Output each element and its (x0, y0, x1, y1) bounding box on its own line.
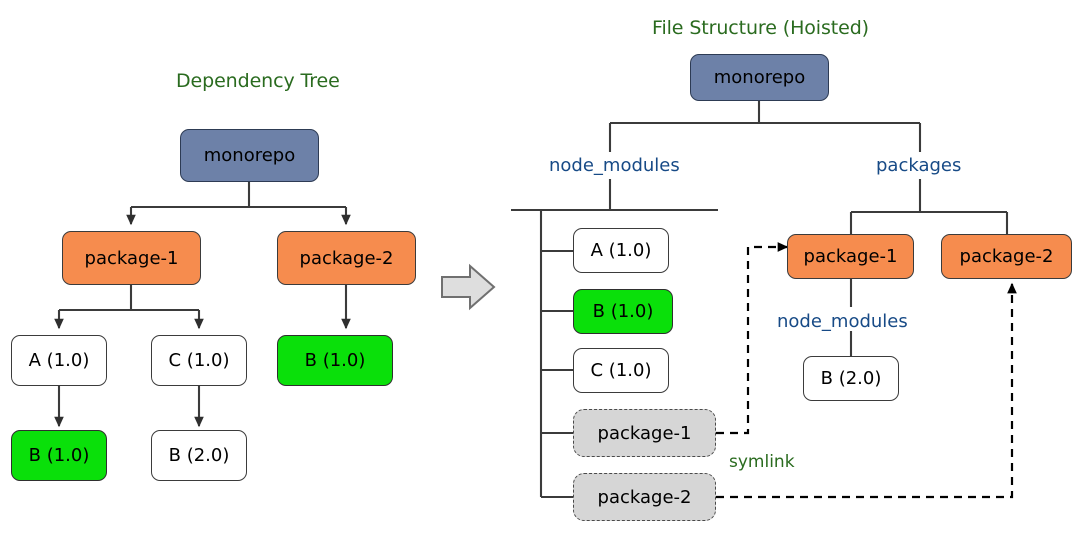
dir-label-node-modules-nested[interactable]: node_modules (777, 311, 908, 332)
edge-package-1-split (59, 285, 199, 312)
node-left-b-1-0-under-a[interactable]: B (1.0) (11, 430, 107, 481)
node-right-monorepo[interactable]: monorepo (690, 54, 829, 101)
node-nm-symlink-package-2[interactable]: package-2 (573, 473, 716, 521)
node-packages-package-2[interactable]: package-2 (941, 234, 1072, 279)
node-packages-package-1[interactable]: package-1 (787, 234, 914, 279)
symlink-label: symlink (729, 452, 795, 472)
node-left-b-1-0-under-package-2[interactable]: B (1.0) (277, 335, 393, 386)
node-nm-b-1-0[interactable]: B (1.0) (573, 289, 673, 334)
dir-label-packages[interactable]: packages (876, 155, 962, 176)
right-block-arrow-icon (441, 263, 496, 311)
node-left-c-1-0[interactable]: C (1.0) (151, 335, 247, 386)
node-nm-symlink-package-1[interactable]: package-1 (573, 409, 716, 457)
symlink-edge-package-2 (716, 282, 1017, 499)
symlink-edge-package-1 (716, 242, 789, 435)
dir-label-node-modules-root[interactable]: node_modules (549, 155, 680, 176)
edge-root-split-right (610, 101, 920, 125)
node-left-package-1[interactable]: package-1 (62, 231, 201, 285)
node-left-a-1-0[interactable]: A (1.0) (11, 335, 107, 386)
node-nm-c-1-0[interactable]: C (1.0) (573, 348, 669, 393)
node-left-monorepo[interactable]: monorepo (180, 129, 319, 182)
node-left-package-2[interactable]: package-2 (277, 231, 416, 285)
node-nested-b-2-0[interactable]: B (2.0) (803, 356, 899, 401)
edge-root-split (131, 182, 346, 209)
node-left-b-2-0-under-c[interactable]: B (2.0) (151, 430, 247, 481)
left-panel-title: Dependency Tree (176, 70, 340, 92)
right-panel-title: File Structure (Hoisted) (652, 17, 869, 39)
node-nm-a-1-0[interactable]: A (1.0) (573, 228, 669, 273)
